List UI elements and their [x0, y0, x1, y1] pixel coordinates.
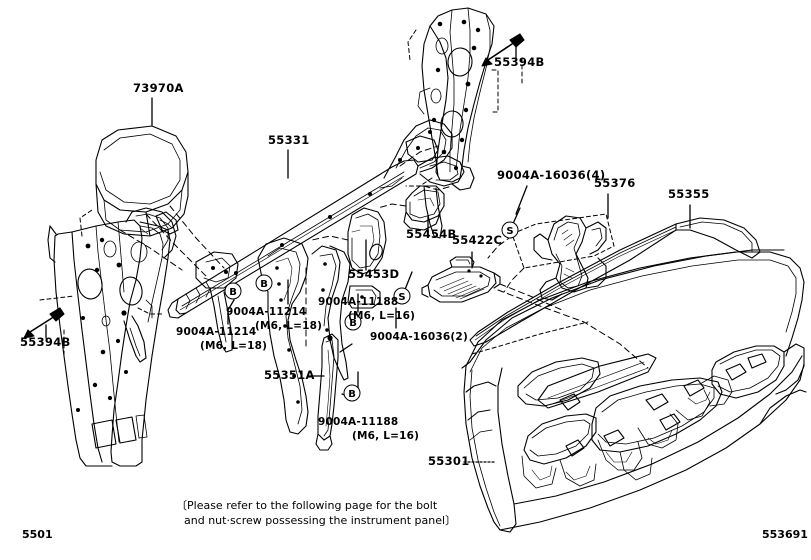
footer-note-line1: 〔Please refer to the following page for …: [176, 499, 438, 512]
garnish-55355: [469, 217, 761, 347]
callout-55453d: 55453D: [348, 267, 400, 281]
callout-55376: 55376: [594, 176, 636, 190]
callout-55454b: 55454B: [406, 227, 457, 241]
marker-b-2: B: [255, 274, 273, 292]
stay-55351a: [315, 333, 339, 451]
callout-55394b-bottom: 55394B: [20, 335, 71, 349]
marker-s-2: S: [501, 221, 519, 239]
brace-55376: [511, 213, 615, 301]
svg-text:B: B: [349, 318, 357, 329]
circled-markers: B B B B S S: [224, 221, 519, 402]
footer-note-line2: and nut·screw possessing the instrument …: [184, 514, 457, 527]
callout-55351a: 55351A: [264, 368, 315, 382]
sheet-code-right: 553691: [762, 528, 808, 541]
svg-text:B: B: [229, 287, 237, 298]
callout-73970a: 73970A: [133, 81, 184, 95]
register-55422c: [421, 256, 501, 303]
callout-55394b-top: 55394B: [494, 55, 545, 69]
callout-55331: 55331: [268, 133, 310, 147]
instrument-panel-reinforcement-beam: [123, 119, 465, 435]
bracket-55453d: [347, 207, 387, 275]
svg-text:B: B: [260, 279, 268, 290]
right-pillar-panel: [405, 7, 499, 191]
marker-b-1: B: [224, 282, 242, 300]
svg-text:B: B: [348, 389, 356, 400]
callout-9004a-16036-2: 9004A-16036(2): [370, 331, 468, 343]
callout-55355: 55355: [668, 187, 710, 201]
marker-s-1: S: [393, 287, 411, 305]
airbag-module-73970a: [95, 125, 189, 237]
callout-9004a-11214-left-line2: (M6, L=18): [200, 340, 268, 352]
callout-9004a-11188-lower-line1: 9004A-11188: [318, 416, 399, 428]
assembly-dashed-lines: [63, 57, 563, 355]
marker-b-3: B: [344, 313, 362, 331]
sheet-code-left: 5501: [22, 528, 53, 541]
callout-9004a-11214-left-line1: 9004A-11214: [176, 326, 257, 338]
callout-55422c: 55422C: [452, 233, 503, 247]
svg-text:S: S: [506, 226, 513, 237]
marker-b-4: B: [343, 384, 361, 402]
instrument-panel-55301: [461, 249, 807, 533]
bolt-55394b-bottom: [23, 307, 65, 339]
callout-9004a-11188-upper-line2: (M6, L=16): [348, 310, 416, 322]
callout-9004a-11214-right-line2: (M6, L=18): [255, 320, 323, 332]
callout-leader-lines: [45, 43, 691, 463]
svg-text:S: S: [398, 292, 405, 303]
callout-9004a-11188-upper-line1: 9004A-11188: [318, 296, 399, 308]
bolt-55394b-top: [481, 33, 525, 67]
callout-9004a-16036-4: 9004A-16036(4): [497, 168, 606, 182]
callout-9004a-11214-right-line1: 9004A-11214: [226, 306, 307, 318]
callout-55301: 55301: [428, 454, 470, 468]
bracket-55454b: [403, 185, 445, 231]
callout-9004a-11188-lower-line2: (M6, L=16): [352, 430, 420, 442]
